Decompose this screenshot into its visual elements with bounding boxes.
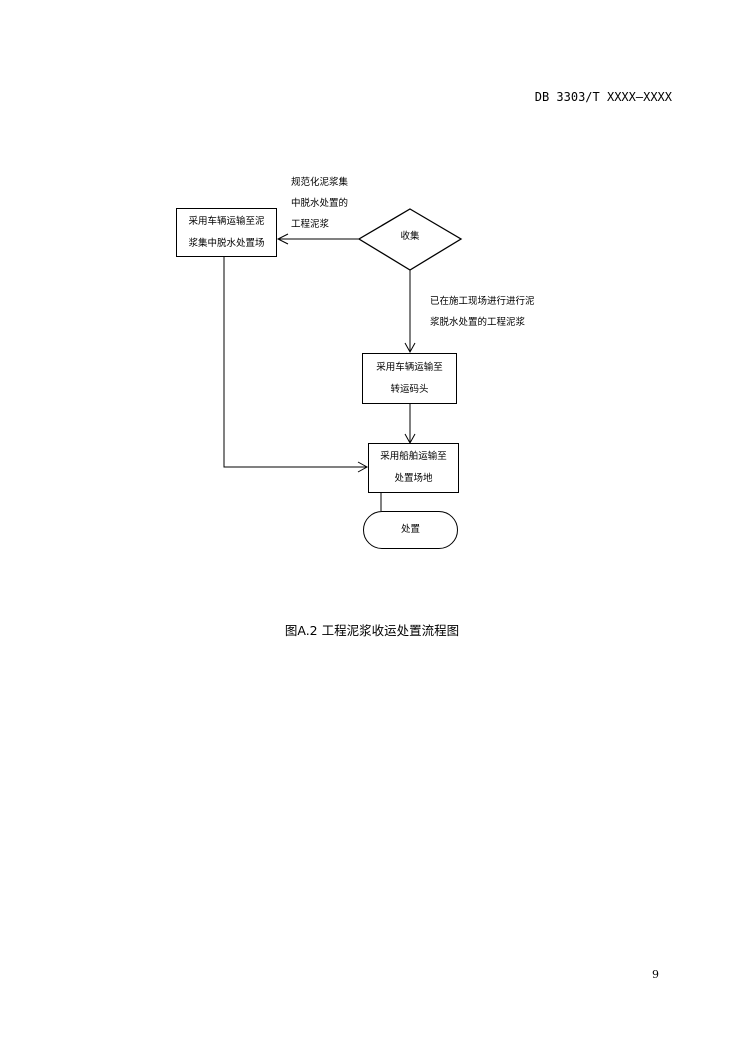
box-ship-to-site: 采用船舶运输至 处置场地 xyxy=(368,443,459,493)
figure-caption: 图A.2 工程泥浆收运处置流程图 xyxy=(284,623,460,638)
box-line: 采用车辆运输至泥 xyxy=(188,215,265,227)
decision-label: 收集 xyxy=(400,231,420,242)
box-line: 浆集中脱水处置场 xyxy=(188,237,265,249)
box-vehicle-to-wharf: 采用车辆运输至 转运码头 xyxy=(362,353,457,404)
box-line: 转运码头 xyxy=(390,383,429,395)
note-line: 中脱水处置的 xyxy=(291,198,349,209)
left-branch-note: 规范化泥浆集 中脱水处置的 工程泥浆 xyxy=(291,172,348,235)
arrow-left-box-to-ship xyxy=(223,256,367,468)
box-line: 采用车辆运输至 xyxy=(376,361,443,373)
box-line: 采用船舶运输至 xyxy=(380,451,447,462)
document-code-header: DB 3303/T XXXX—XXXX xyxy=(534,90,672,104)
note-line: 已在施工现场进行进行泥 xyxy=(430,296,535,307)
down-branch-note: 已在施工现场进行进行泥 浆脱水处置的工程泥浆 xyxy=(430,291,535,333)
note-line: 工程泥浆 xyxy=(291,219,330,230)
page-number: 9 xyxy=(652,968,659,981)
note-line: 浆脱水处置的工程泥浆 xyxy=(430,317,526,328)
box-vehicle-to-dewatering: 采用车辆运输至泥 浆集中脱水处置场 xyxy=(176,208,277,257)
terminal-disposal: 处置 xyxy=(363,511,458,549)
note-line: 规范化泥浆集 xyxy=(291,177,349,188)
terminal-label: 处置 xyxy=(400,524,420,535)
box-line: 处置场地 xyxy=(394,473,433,484)
